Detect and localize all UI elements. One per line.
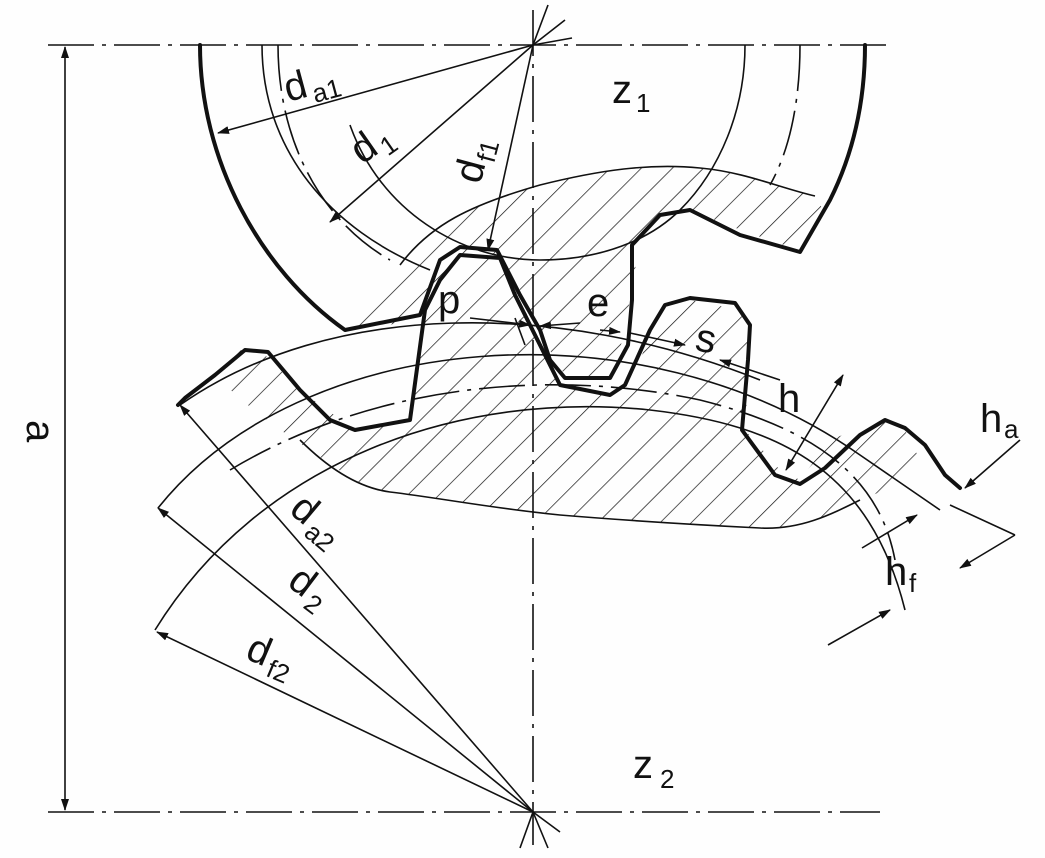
lower-pitch-circle [179,322,761,406]
upper-circle-right [679,44,746,211]
s-arrow-right [719,359,781,381]
upper-reference-circle-left [277,44,391,261]
lower-gear-hatch [215,255,920,529]
svg-text:f: f [909,568,917,598]
df2-dimension-line [156,631,534,813]
lower-center-mark [519,811,561,849]
label-z1: z 1 [612,68,650,118]
svg-text:h: h [885,550,907,594]
label-p: p [438,278,460,322]
lower-dash-circle [229,384,896,561]
d2-dimension-line [157,507,534,813]
upper-pitch-circle-left [261,44,431,271]
e-arrow-right [599,326,621,335]
label-df1: d f1 [446,137,505,188]
label-ha: h a [980,397,1019,444]
svg-text:a: a [1004,414,1019,444]
da1-dimension-line [217,44,534,134]
upper-center-mark [532,4,573,46]
label-e: e [587,281,609,325]
upper-gear-hatch [355,166,822,380]
label-d2: d 2 [281,557,328,620]
svg-text:a1: a1 [309,72,345,108]
svg-text:2: 2 [660,764,674,794]
df1-dimension-line [486,44,534,251]
d1-dimension-line [329,44,534,223]
label-z2: z 2 [633,743,674,794]
hf-arrow-top [959,534,1016,569]
ha-hf-arrow [861,514,918,549]
svg-text:z: z [612,68,632,112]
lower-root-circle [154,405,906,631]
label-h: h [778,377,800,421]
da2-dimension-line [179,404,534,813]
h-dimension-line [785,374,844,471]
ha-arrow [964,439,1021,489]
upper-pitch-circle-right [769,44,801,186]
hf-arrow-bottom [827,609,891,646]
s-arrow-left [629,332,686,347]
upper-gear-outline [198,43,867,380]
label-df2: d f2 [240,626,294,690]
ha-extension [949,504,1016,536]
svg-text:d: d [279,62,312,110]
p-arrow-left [469,317,531,328]
svg-text:z: z [633,743,653,787]
lower-gear-breakline [299,439,861,529]
pitch-point-line [514,317,526,346]
svg-text:h: h [980,397,1002,441]
upper-gear-breakline [399,165,816,266]
label-da2: d a2 [282,485,340,558]
label-a: a [18,420,62,443]
svg-text:1: 1 [636,88,650,118]
svg-text:d: d [342,124,385,173]
label-hf: h f [885,550,917,598]
e-arrow-left [539,321,581,330]
lower-reference-circle [157,353,941,511]
upper-root-circle [349,124,681,261]
